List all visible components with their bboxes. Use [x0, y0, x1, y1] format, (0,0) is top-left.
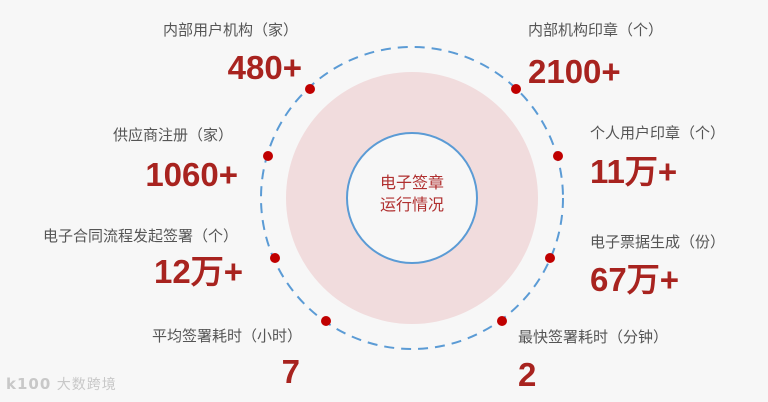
stat-internal-orgs-value: 480+	[228, 48, 302, 88]
center-title-line2: 运行情况	[379, 195, 444, 214]
watermark: k100 大数跨境	[6, 374, 117, 394]
stat-value: 12万+	[154, 253, 243, 290]
stat-label: 电子合同流程发起签署（个）	[42, 227, 238, 245]
stat-org-seals-value: 2100+	[528, 52, 621, 92]
stat-label: 内部用户机构（家）	[162, 21, 298, 39]
stat-suppliers: 供应商注册（家）	[113, 125, 233, 145]
center-title: 电子签章 运行情况	[352, 172, 472, 216]
stat-fastest-time-value: 2	[518, 355, 536, 395]
watermark-text: 大数跨境	[56, 377, 117, 393]
stat-internal-orgs: 内部用户机构（家）	[163, 20, 298, 40]
stat-value: 2	[518, 356, 537, 393]
stat-label: 内部机构印章（个）	[528, 21, 664, 39]
stat-personal-seals: 个人用户印章（个）	[590, 123, 725, 143]
dot-icon	[511, 84, 521, 94]
stat-label: 个人用户印章（个）	[590, 124, 726, 142]
stat-e-invoices-value: 67万+	[590, 260, 679, 300]
dot-icon	[321, 316, 331, 326]
dot-icon	[553, 151, 563, 161]
stat-label: 平均签署耗时（小时）	[151, 327, 302, 345]
dot-icon	[497, 316, 507, 326]
stat-label: 最快签署耗时（分钟）	[518, 328, 669, 346]
dot-icon	[305, 84, 315, 94]
stat-label: 电子票据生成（份）	[590, 233, 726, 251]
inner-ring	[346, 132, 478, 264]
dot-icon	[270, 253, 280, 263]
dot-icon	[545, 253, 555, 263]
stat-contracts-value: 12万+	[154, 252, 243, 292]
stat-value: 7	[281, 353, 300, 390]
stat-suppliers-value: 1060+	[145, 155, 238, 195]
stat-avg-time: 平均签署耗时（小时）	[152, 326, 302, 346]
stat-value: 1060+	[145, 156, 238, 193]
stat-contracts: 电子合同流程发起签署（个）	[43, 226, 238, 246]
watermark-logo: k100	[6, 375, 52, 393]
stat-value: 480+	[227, 49, 302, 86]
stat-value: 2100+	[528, 53, 621, 90]
stat-label: 供应商注册（家）	[112, 126, 233, 144]
stat-org-seals: 内部机构印章（个）	[528, 20, 663, 40]
stat-avg-time-value: 7	[282, 352, 300, 392]
stat-personal-seals-value: 11万+	[590, 152, 677, 192]
dot-icon	[263, 151, 273, 161]
center-title-line1: 电子签章	[379, 173, 444, 192]
dashed-outer-ring	[260, 46, 564, 350]
stat-e-invoices: 电子票据生成（份）	[590, 232, 725, 252]
stat-value: 67万+	[590, 261, 679, 298]
stat-fastest-time: 最快签署耗时（分钟）	[518, 327, 668, 347]
stat-value: 11万+	[590, 153, 678, 190]
